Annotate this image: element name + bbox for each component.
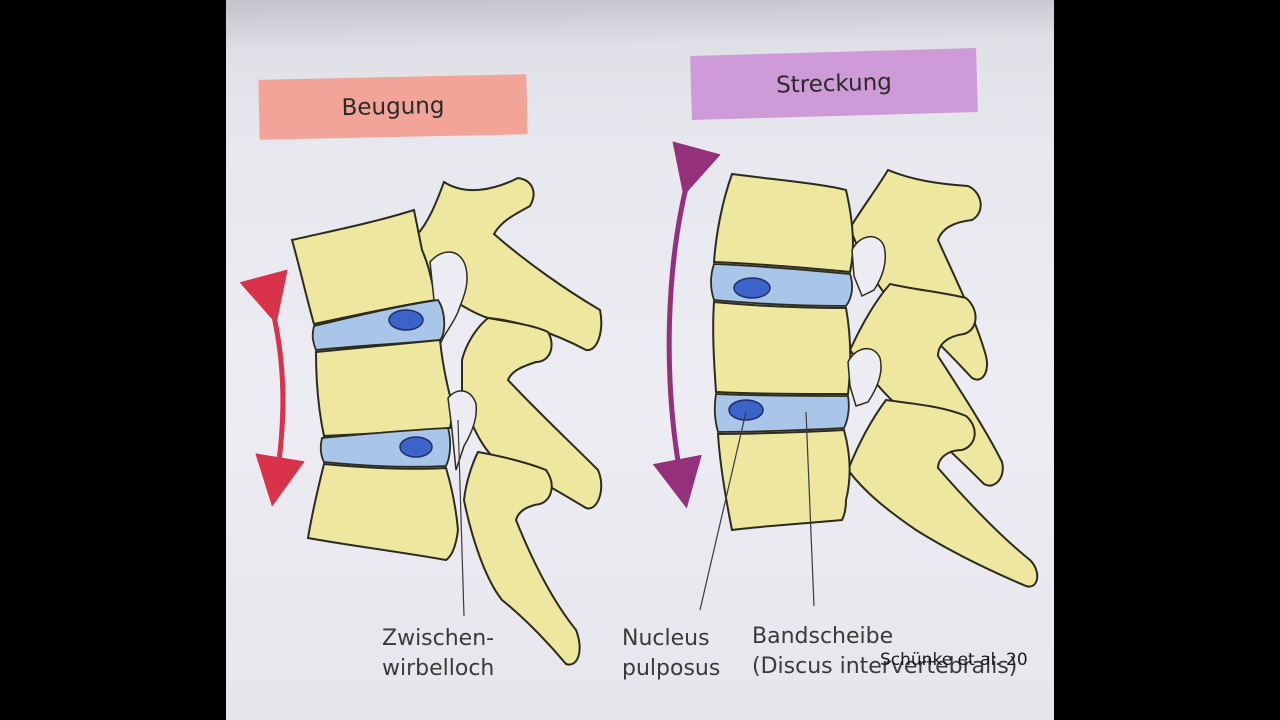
- extension-lower-nucleus: [728, 399, 764, 421]
- extension-upper-nucleus: [733, 277, 771, 299]
- disc-leader-line: [805, 411, 815, 607]
- nucleus-caption: Nucleus pulposus: [622, 626, 721, 681]
- extension-arrow: [652, 141, 721, 509]
- extension-upper-body: [712, 172, 854, 274]
- extension-middle-body: [712, 300, 852, 396]
- flexion-lower-spinous-process: [462, 450, 581, 666]
- flexion-lower-nucleus: [399, 436, 433, 458]
- flexion-middle-foramen: [447, 390, 478, 471]
- flexion-arrow: [239, 269, 305, 507]
- extension-lower-body: [716, 428, 851, 532]
- foramen-leader-line: [457, 419, 465, 617]
- extension-lower-spinous-process: [846, 398, 1039, 588]
- disc-caption: Bandscheibe (Discus intervertebralis): [752, 624, 1018, 679]
- extension-spine: [652, 141, 1039, 611]
- flexion-lower-body: [306, 462, 460, 562]
- extension-middle-foramen: [847, 348, 882, 407]
- flexion-middle-body: [314, 338, 453, 438]
- spine-illustration: [239, 141, 1039, 666]
- flexion-upper-nucleus: [388, 309, 424, 331]
- flexion-spine: [239, 176, 603, 666]
- textbook-page: Beugung Streckung: [226, 0, 1054, 720]
- nucleus-leader-line: [699, 411, 747, 611]
- source-credit: Schünke et al. 20: [880, 650, 1028, 670]
- foramen-caption: Zwischen- wirbelloch: [382, 626, 495, 681]
- extension-upper-foramen: [851, 236, 886, 298]
